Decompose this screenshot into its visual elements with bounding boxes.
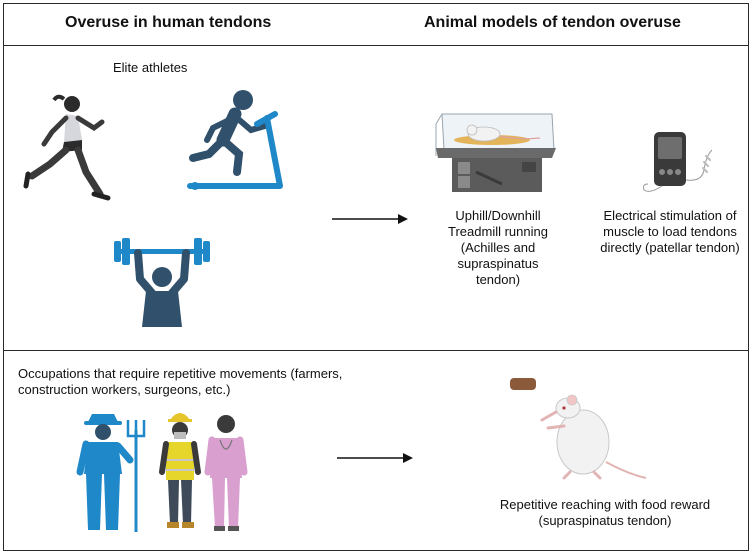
runner-icon [23, 94, 111, 201]
rat-treadmill-icon [435, 113, 556, 192]
header-divider [3, 45, 749, 46]
section-divider [3, 350, 749, 351]
elite-athletes-label: Elite athletes [113, 60, 188, 75]
treadmill-runner-icon [187, 90, 283, 190]
construction-worker-icon [159, 413, 201, 528]
electrical-stimulation-label: Electrical stimulation of muscle to load… [600, 208, 740, 255]
occupations-label: Occupations that require repetitive move… [18, 366, 343, 397]
header-human: Overuse in human tendons [65, 14, 272, 31]
arrow-occupations-to-model [337, 453, 413, 463]
weightlifter-icon [114, 238, 210, 327]
farmer-icon [76, 414, 146, 532]
stimulator-device-icon [643, 132, 713, 192]
treadmill-model-label: Uphill/Downhill Treadmill running (Achil… [448, 208, 548, 287]
surgeon-icon [204, 415, 248, 531]
diagram-frame [3, 3, 749, 551]
arrow-athletes-to-models [332, 214, 408, 224]
header-animal: Animal models of tendon overuse [424, 14, 681, 31]
rat-reaching-icon [510, 378, 647, 480]
reaching-model-label: Repetitive reaching with food reward (su… [499, 497, 711, 528]
